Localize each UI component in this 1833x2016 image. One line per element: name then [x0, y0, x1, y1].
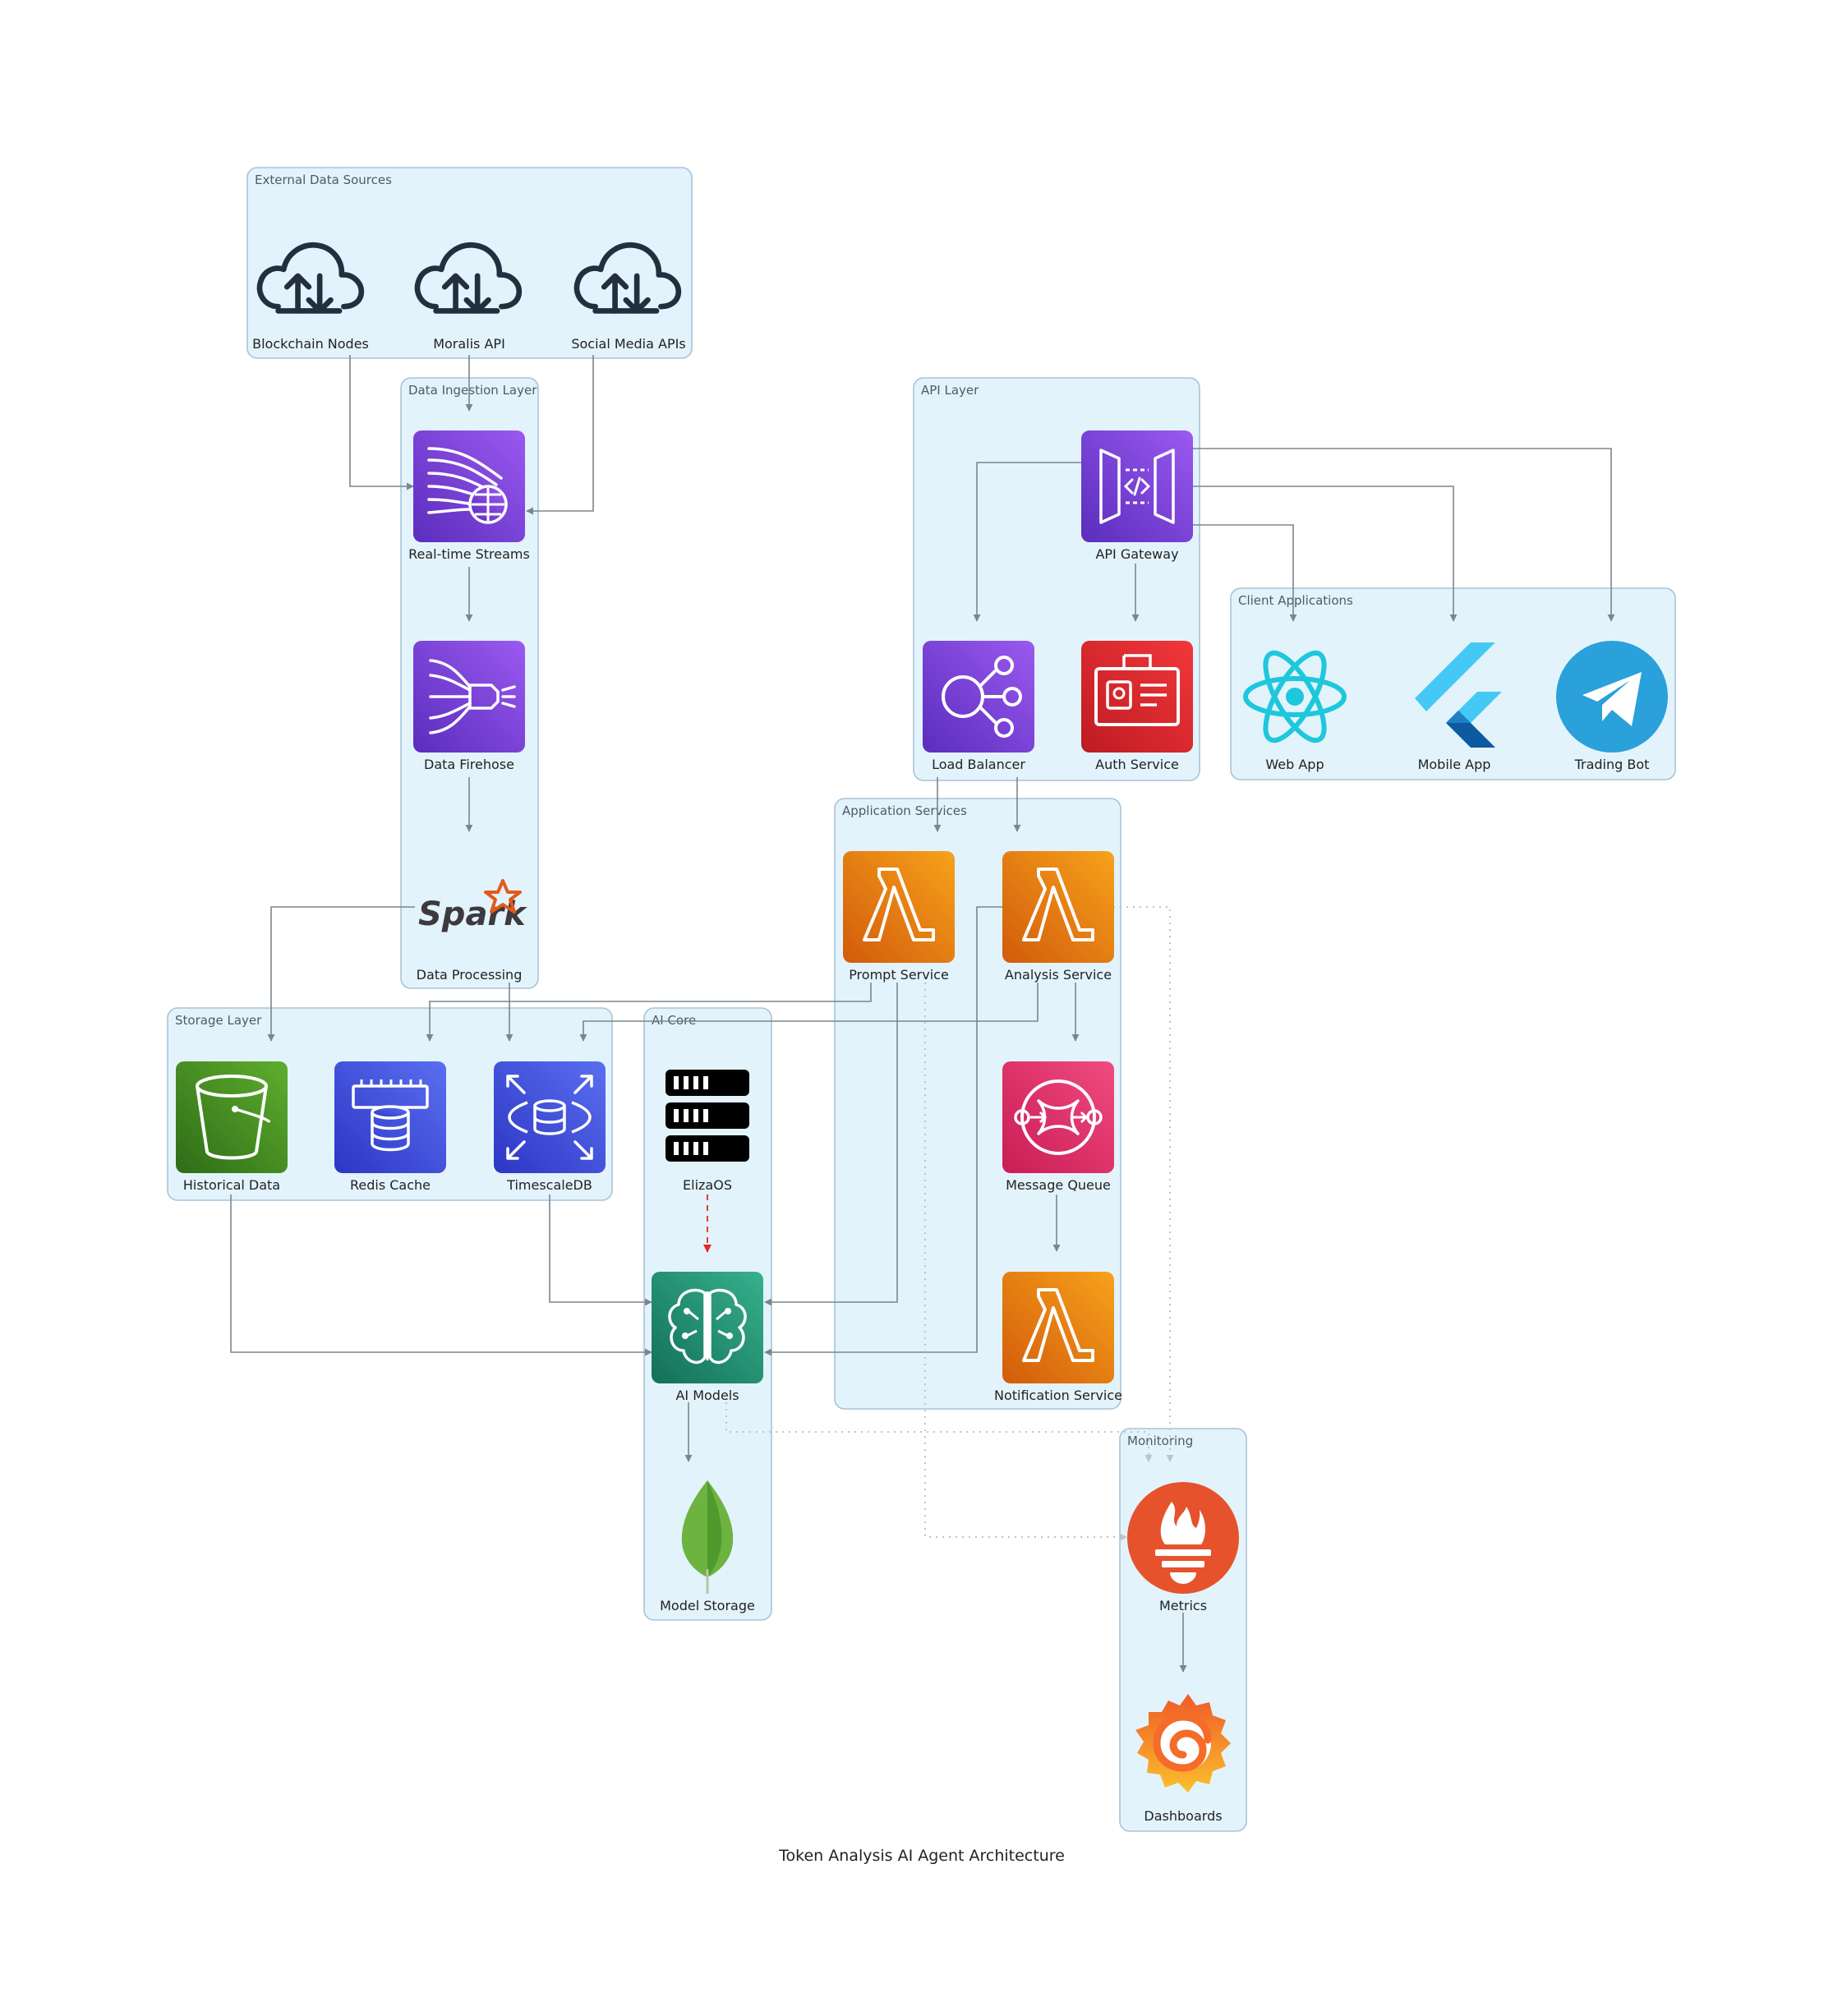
node-label: ElizaOS: [683, 1177, 732, 1193]
kinesis-streams-icon: [413, 430, 525, 542]
elasticache-icon: [334, 1061, 446, 1173]
cluster-label: External Data Sources: [255, 173, 392, 187]
lambda-icon: [1002, 1272, 1114, 1383]
spark-logo-icon: Spark: [418, 879, 527, 933]
node-message-queue[interactable]: Message Queue: [1002, 1061, 1114, 1193]
edge-prompt-to-redis: [426, 983, 872, 1042]
cluster-label: Client Applications: [1238, 593, 1353, 608]
edge-historical-to-aimodels: [230, 1194, 652, 1356]
edge-timescale-to-aimodels: [549, 1194, 652, 1306]
node-moralis-api[interactable]: Moralis API: [417, 245, 519, 352]
server-rack-icon: [665, 1070, 749, 1162]
edge-gateway-to-webapp: [1191, 524, 1297, 622]
node-label: Social Media APIs: [571, 336, 685, 352]
edge-blockchain-to-streams: [349, 355, 414, 490]
node-label: AI Models: [675, 1388, 739, 1403]
node-data-processing[interactable]: Spark Data Processing: [417, 879, 528, 983]
node-model-storage[interactable]: Model Storage: [660, 1480, 755, 1613]
node-label: Load Balancer: [932, 757, 1025, 772]
sqs-queue-icon: [1002, 1061, 1114, 1173]
edge-gateway-to-tradingbot: [1191, 448, 1615, 622]
prometheus-icon: [1127, 1482, 1239, 1594]
edge-prompt-to-aimodels: [764, 983, 898, 1306]
node-label: Auth Service: [1095, 757, 1179, 772]
edge-aimodels-to-metrics: [725, 1402, 1153, 1462]
node-label: Historical Data: [183, 1177, 280, 1193]
s3-bucket-icon: [176, 1061, 288, 1173]
cluster-label: Data Ingestion Layer: [408, 383, 537, 398]
node-blockchain-nodes[interactable]: Blockchain Nodes: [252, 245, 369, 352]
node-label: Metrics: [1159, 1598, 1207, 1613]
node-label: Notification Service: [994, 1388, 1122, 1403]
api-gateway-icon: [1081, 430, 1193, 542]
node-label: Trading Bot: [1574, 757, 1650, 772]
edge-prompt-to-metrics: [924, 983, 1127, 1541]
node-social-media-apis[interactable]: Social Media APIs: [571, 245, 686, 352]
node-notification-service[interactable]: Notification Service: [994, 1272, 1122, 1403]
edge-analysis-to-timescale: [579, 983, 1039, 1042]
node-load-balancer[interactable]: Load Balancer: [923, 641, 1034, 772]
lambda-icon: [1002, 851, 1114, 963]
node-label: Prompt Service: [849, 967, 949, 983]
node-data-firehose[interactable]: Data Firehose: [413, 641, 525, 772]
diagram-title: Token Analysis AI Agent Architecture: [778, 1847, 1065, 1865]
node-elizaos[interactable]: ElizaOS: [665, 1070, 749, 1193]
node-realtime-streams[interactable]: Real-time Streams: [408, 430, 530, 562]
node-label: Data Processing: [417, 967, 523, 983]
lambda-icon: [843, 851, 955, 963]
node-redis-cache[interactable]: Redis Cache: [334, 1061, 446, 1193]
cluster-label: Storage Layer: [175, 1013, 262, 1028]
edge-gateway-to-loadbalancer: [973, 462, 1081, 622]
node-label: Message Queue: [1006, 1177, 1111, 1193]
react-logo-icon: [1243, 650, 1347, 743]
node-historical-data[interactable]: Historical Data: [176, 1061, 288, 1193]
cluster-label: Application Services: [842, 803, 967, 818]
flutter-logo-icon: [1415, 642, 1502, 748]
grafana-icon: [1135, 1694, 1231, 1793]
node-dashboards[interactable]: Dashboards: [1135, 1694, 1231, 1824]
node-label: Mobile App: [1418, 757, 1491, 772]
edge-analysis-to-metrics: [1113, 906, 1174, 1462]
edges: [230, 355, 1615, 1673]
node-ai-models[interactable]: AI Models: [652, 1272, 763, 1403]
node-metrics[interactable]: Metrics: [1127, 1482, 1239, 1613]
node-label: TimescaleDB: [506, 1177, 592, 1193]
rds-database-icon: [494, 1061, 606, 1173]
node-label: Analysis Service: [1005, 967, 1112, 983]
node-label: Dashboards: [1144, 1808, 1222, 1824]
node-label: Real-time Streams: [408, 546, 530, 562]
edge-analysis-to-aimodels: [764, 906, 1002, 1356]
node-label: Blockchain Nodes: [252, 336, 369, 352]
cluster-external-data-sources: External Data Sources: [246, 167, 693, 359]
node-analysis-service[interactable]: Analysis Service: [1002, 851, 1114, 983]
edge-processing-to-historical: [267, 906, 415, 1042]
mongodb-leaf-icon: [681, 1480, 734, 1594]
telegram-logo-icon: [1556, 641, 1668, 753]
node-label: Model Storage: [660, 1598, 755, 1613]
node-web-app[interactable]: Web App: [1243, 645, 1347, 772]
kinesis-firehose-icon: [413, 641, 525, 753]
node-label: Web App: [1265, 757, 1324, 772]
node-timescaledb[interactable]: TimescaleDB: [494, 1061, 606, 1193]
node-label: Redis Cache: [350, 1177, 431, 1193]
node-label: API Gateway: [1095, 546, 1178, 562]
cluster-label: API Layer: [921, 383, 979, 398]
node-label: Data Firehose: [424, 757, 514, 772]
edge-social-to-streams: [526, 355, 594, 515]
node-label: Moralis API: [433, 336, 505, 352]
node-prompt-service[interactable]: Prompt Service: [843, 851, 955, 983]
node-api-gateway[interactable]: API Gateway: [1081, 430, 1193, 562]
node-auth-service[interactable]: Auth Service: [1081, 641, 1193, 772]
sagemaker-brain-icon: [652, 1272, 763, 1383]
edge-gateway-to-mobileapp: [1191, 486, 1458, 622]
identity-card-icon: [1081, 641, 1193, 753]
cluster-label: AI Core: [652, 1013, 696, 1028]
cluster-label: Monitoring: [1127, 1434, 1193, 1448]
load-balancer-icon: [923, 641, 1034, 753]
node-mobile-app[interactable]: Mobile App: [1415, 642, 1502, 772]
node-trading-bot[interactable]: Trading Bot: [1556, 641, 1668, 772]
